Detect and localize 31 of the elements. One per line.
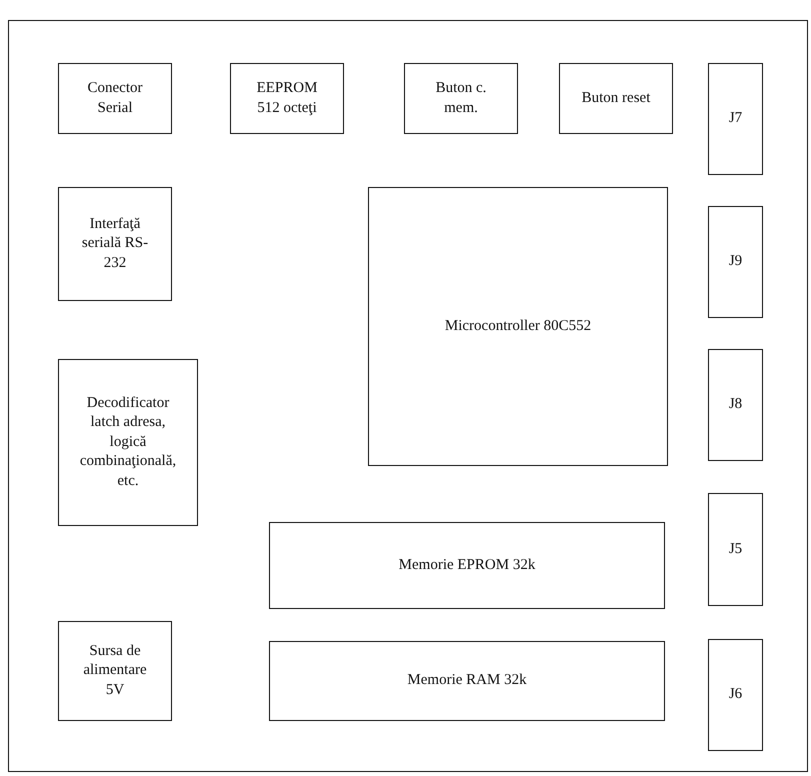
block-box: [559, 63, 673, 134]
block-box: [708, 63, 763, 175]
block-label: J9: [728, 252, 744, 272]
block-box: [58, 621, 172, 721]
block-box: [230, 63, 344, 134]
block-box: [404, 63, 518, 134]
block-label: J6: [728, 685, 744, 704]
block-label: Decodificator latch adresa, logică combinaţională, etc.: [78, 394, 178, 491]
block-label: Memorie EPROM 32k: [398, 556, 536, 575]
block-label: J8: [728, 395, 744, 414]
block-box: [708, 493, 763, 606]
block-label: Interfaţă serială RS-232: [80, 214, 150, 273]
block-box: [269, 641, 665, 721]
block-label: Conector Serial: [86, 79, 144, 118]
block-label: EEPROM 512 octeţi: [256, 79, 318, 118]
block-label: Buton reset: [580, 88, 652, 108]
board-outline: [8, 20, 808, 772]
block-label: J7: [728, 109, 744, 128]
block-label: Microcontroller 80C552: [444, 316, 592, 336]
block-label: Sursa de alimentare 5V: [82, 642, 148, 700]
block-box: [708, 349, 763, 461]
block-label: J5: [728, 540, 744, 559]
block-box: [58, 187, 172, 301]
block-label: Buton c. mem.: [434, 79, 488, 118]
block-box: [708, 639, 763, 751]
block-box: [708, 206, 763, 318]
block-box: [368, 187, 668, 466]
block-box: [58, 359, 198, 526]
block-box: [269, 522, 665, 609]
block-label: Memorie RAM 32k: [406, 671, 528, 690]
block-box: [58, 63, 172, 134]
